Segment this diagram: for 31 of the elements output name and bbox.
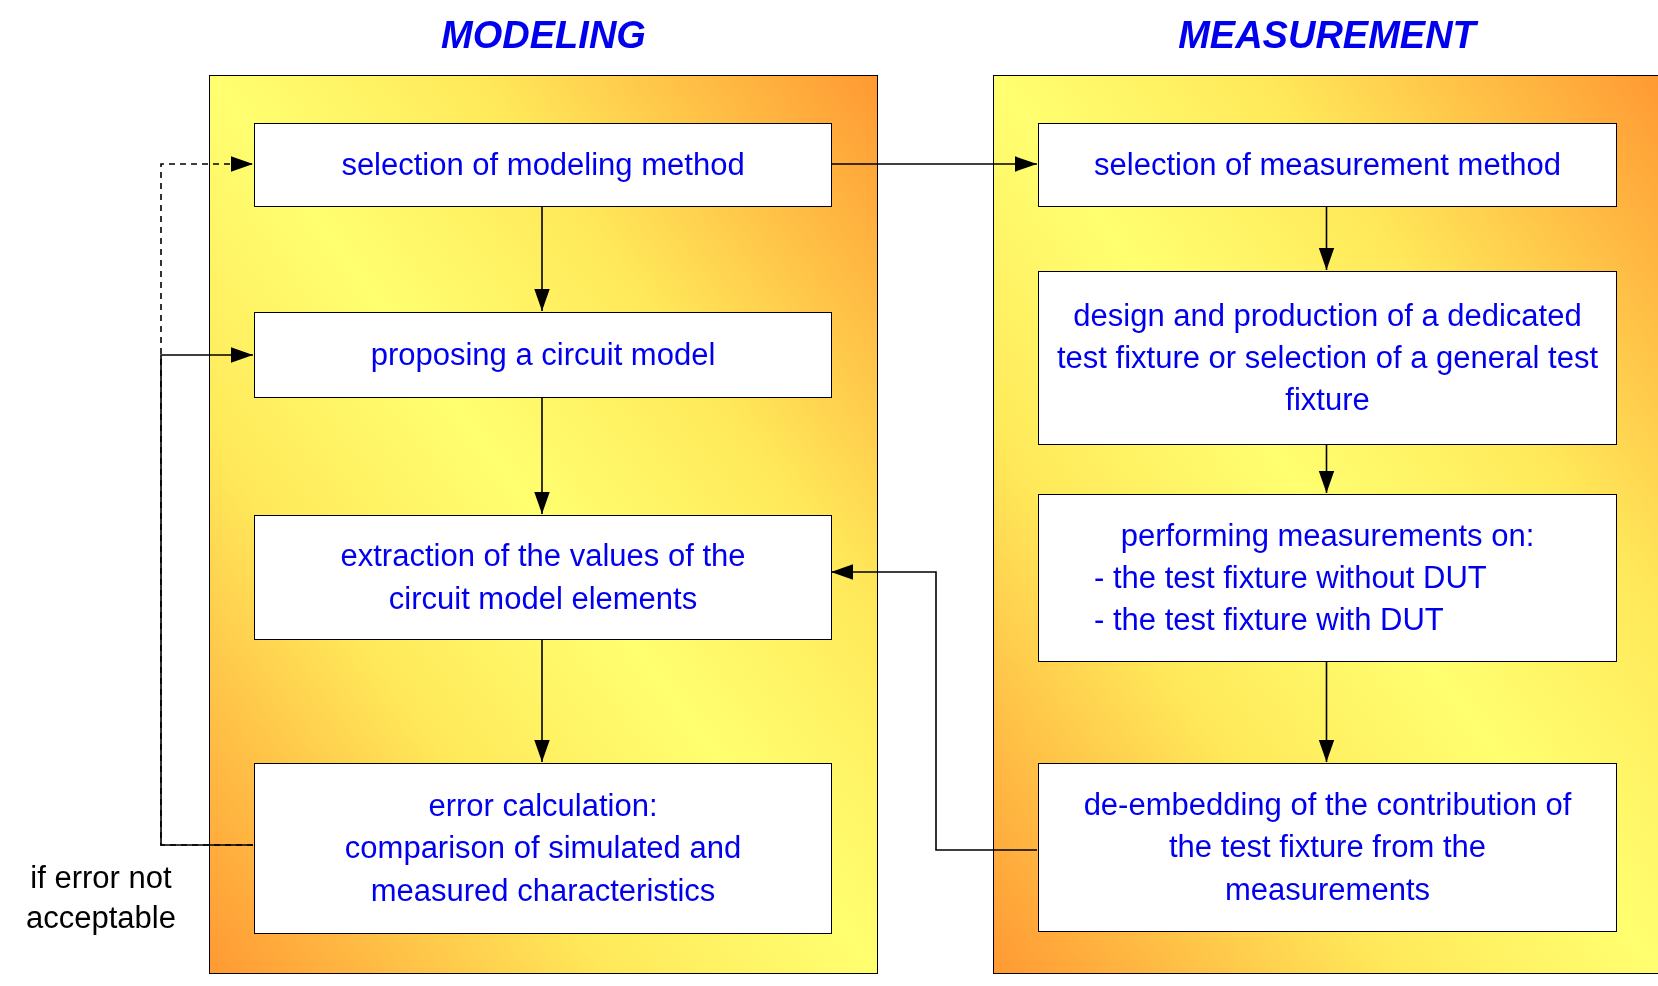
arrow <box>534 638 550 763</box>
arrow <box>1318 660 1335 763</box>
arrow <box>160 347 254 846</box>
box-text: selection of modeling method <box>341 145 745 184</box>
arrow <box>1318 443 1335 494</box>
box-text: error calculation: <box>428 787 658 826</box>
arrow <box>534 205 550 312</box>
box-text: - the test fixture with DUT <box>1093 601 1445 640</box>
process-box <box>1038 123 1617 207</box>
arrow <box>1318 205 1335 271</box>
box-text: comparison of simulated and measured characteristics <box>343 829 743 910</box>
arrow <box>830 156 1038 172</box>
box-text: proposing a circuit model <box>370 335 716 374</box>
arrow <box>534 396 550 515</box>
process-box <box>254 123 832 207</box>
process-box <box>254 312 832 398</box>
panel-heading: MODELING <box>440 14 647 57</box>
box-text: de-embedding of the contribution of the test fixture from the measurements <box>1082 786 1573 909</box>
note-text: if error not acceptable <box>25 859 177 938</box>
box-text: performing measurements on: <box>1120 516 1535 555</box>
process-box <box>1038 271 1617 445</box>
box-text: - the test fixture without DUT <box>1093 558 1488 597</box>
process-box <box>1038 763 1617 932</box>
process-box <box>254 763 832 934</box>
process-box <box>1038 494 1617 662</box>
arrow <box>830 564 1038 851</box>
process-box <box>254 515 832 640</box>
box-text: selection of measurement method <box>1094 145 1561 184</box>
box-text: extraction of the values of the circuit model elements <box>339 537 747 618</box>
panel-heading: MEASUREMENT <box>994 14 1658 57</box>
box-text: design and production of a dedicated test fixture or selection of a general test fixture <box>1055 296 1600 420</box>
